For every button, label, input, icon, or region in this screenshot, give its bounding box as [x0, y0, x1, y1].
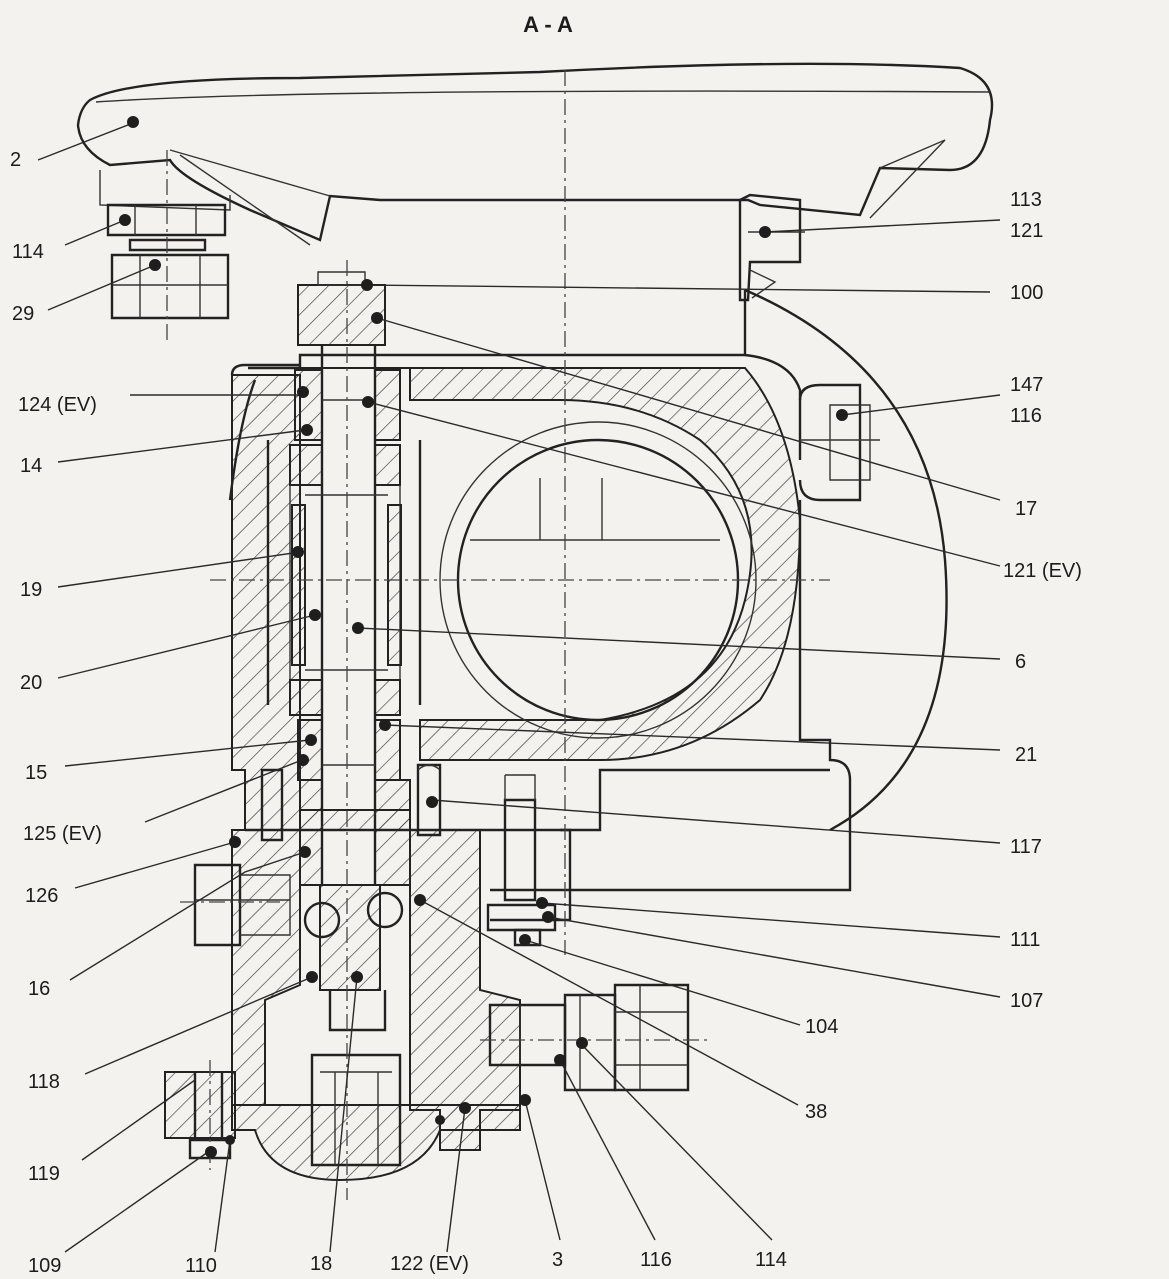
label-19: 19 [20, 579, 42, 601]
part-labels: 2 114 29 124 (EV) 14 19 20 15 125 (EV) 1… [10, 149, 1082, 1277]
label-3: 3 [552, 1249, 563, 1271]
label-111: 111 [1010, 929, 1040, 951]
leader-lines [37, 122, 1001, 1253]
right-bracket [738, 193, 805, 302]
label-110: 110 [185, 1255, 217, 1277]
label-119: 119 [28, 1163, 60, 1185]
handwheel [76, 62, 994, 246]
label-114-left: 114 [12, 241, 44, 263]
label-116-bottom: 116 [640, 1249, 672, 1271]
label-122-ev: 122 (EV) [390, 1253, 469, 1275]
label-38: 38 [805, 1101, 827, 1123]
label-6: 6 [1015, 651, 1026, 673]
label-113: 113 [1010, 189, 1042, 211]
left-fitting [106, 203, 230, 320]
label-121: 121 [1010, 220, 1043, 242]
housing [228, 288, 948, 922]
label-117: 117 [1010, 836, 1042, 858]
section-title: A - A [523, 12, 573, 37]
stem-assembly [266, 271, 422, 1032]
label-16: 16 [28, 978, 50, 1000]
centerlines [166, 70, 880, 1200]
label-114-bottom: 114 [755, 1249, 787, 1271]
label-100: 100 [1010, 282, 1043, 304]
label-126: 126 [25, 885, 58, 907]
label-107: 107 [1010, 990, 1043, 1012]
label-104: 104 [805, 1016, 838, 1038]
label-109: 109 [28, 1255, 61, 1277]
label-29: 29 [12, 303, 34, 325]
label-15: 15 [25, 762, 47, 784]
label-116-right: 116 [1010, 405, 1042, 427]
label-125-ev: 125 (EV) [23, 823, 102, 845]
label-118: 118 [28, 1071, 60, 1093]
label-124-ev: 124 (EV) [18, 394, 97, 416]
label-21: 21 [1015, 744, 1037, 766]
callout-dots [119, 116, 848, 1158]
label-147: 147 [1010, 374, 1043, 396]
label-2: 2 [10, 149, 21, 171]
label-17: 17 [1015, 498, 1037, 520]
label-18: 18 [310, 1253, 332, 1275]
label-14: 14 [20, 455, 42, 477]
label-20: 20 [20, 672, 42, 694]
label-121-ev: 121 (EV) [1003, 560, 1082, 582]
